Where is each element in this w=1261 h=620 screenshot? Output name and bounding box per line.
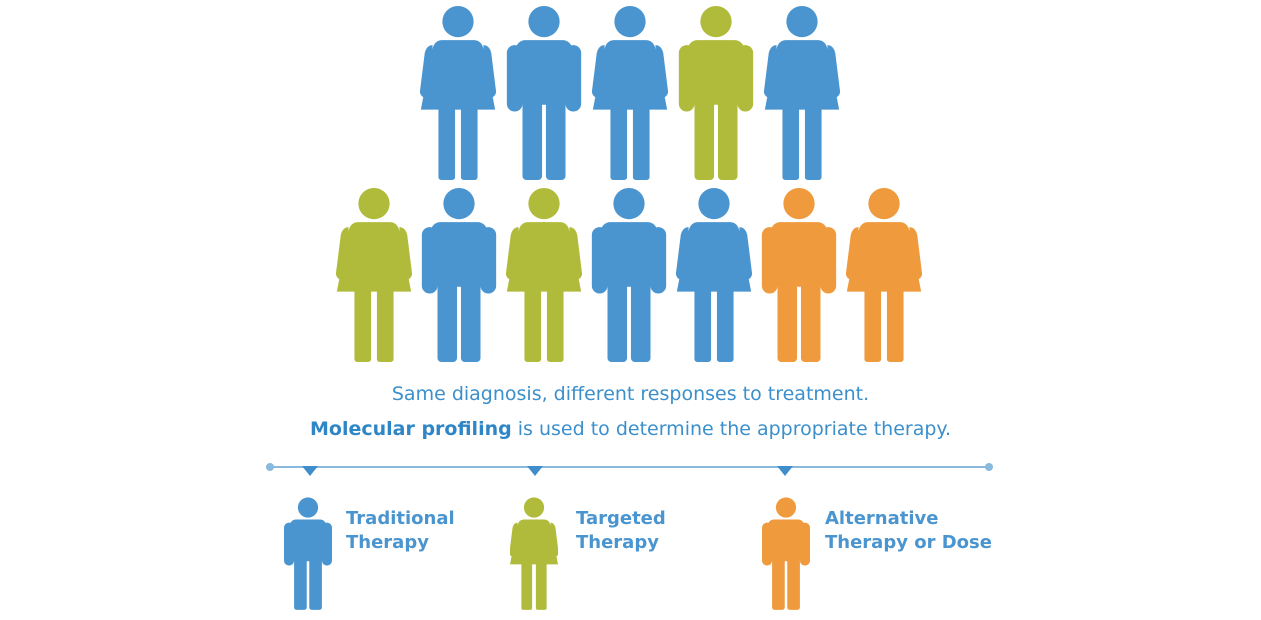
legend-alternative-icon [762, 497, 810, 610]
legend-label-line2: Therapy [346, 532, 429, 553]
divider-line [270, 466, 989, 468]
person-female-icon [592, 5, 668, 180]
caption-line-2: Molecular profiling is used to determine… [0, 418, 1261, 440]
person-female-icon [506, 187, 582, 362]
person-female-icon [336, 187, 412, 362]
person-male-icon [421, 187, 497, 362]
caption-emphasis: Molecular profiling [309, 418, 512, 440]
legend-label-line1: Targeted [576, 508, 666, 529]
person-female-icon [846, 187, 922, 362]
person-male-icon [506, 5, 582, 180]
marker-alternative [777, 466, 793, 476]
marker-traditional [302, 466, 318, 476]
divider-end-right [985, 463, 993, 471]
person-male-icon [591, 187, 667, 362]
person-female-icon [676, 187, 752, 362]
person-female-icon [764, 5, 840, 180]
marker-targeted [527, 466, 543, 476]
divider-end-left [266, 463, 274, 471]
legend-label-line1: Alternative [825, 508, 939, 529]
person-female-icon [420, 5, 496, 180]
legend-label-line2: Therapy [576, 532, 659, 553]
caption-text-rest: is used to determine the appropriate the… [511, 418, 951, 440]
legend-targeted-icon [510, 497, 558, 610]
caption-line-1: Same diagnosis, different responses to t… [0, 383, 1261, 405]
legend-label-line2: Therapy or Dose [825, 532, 992, 553]
caption-text: Same diagnosis, different responses to t… [391, 383, 870, 405]
legend-label-line1: Traditional [346, 508, 455, 529]
person-male-icon [678, 5, 754, 180]
person-male-icon [761, 187, 837, 362]
legend-traditional-icon [284, 497, 332, 610]
